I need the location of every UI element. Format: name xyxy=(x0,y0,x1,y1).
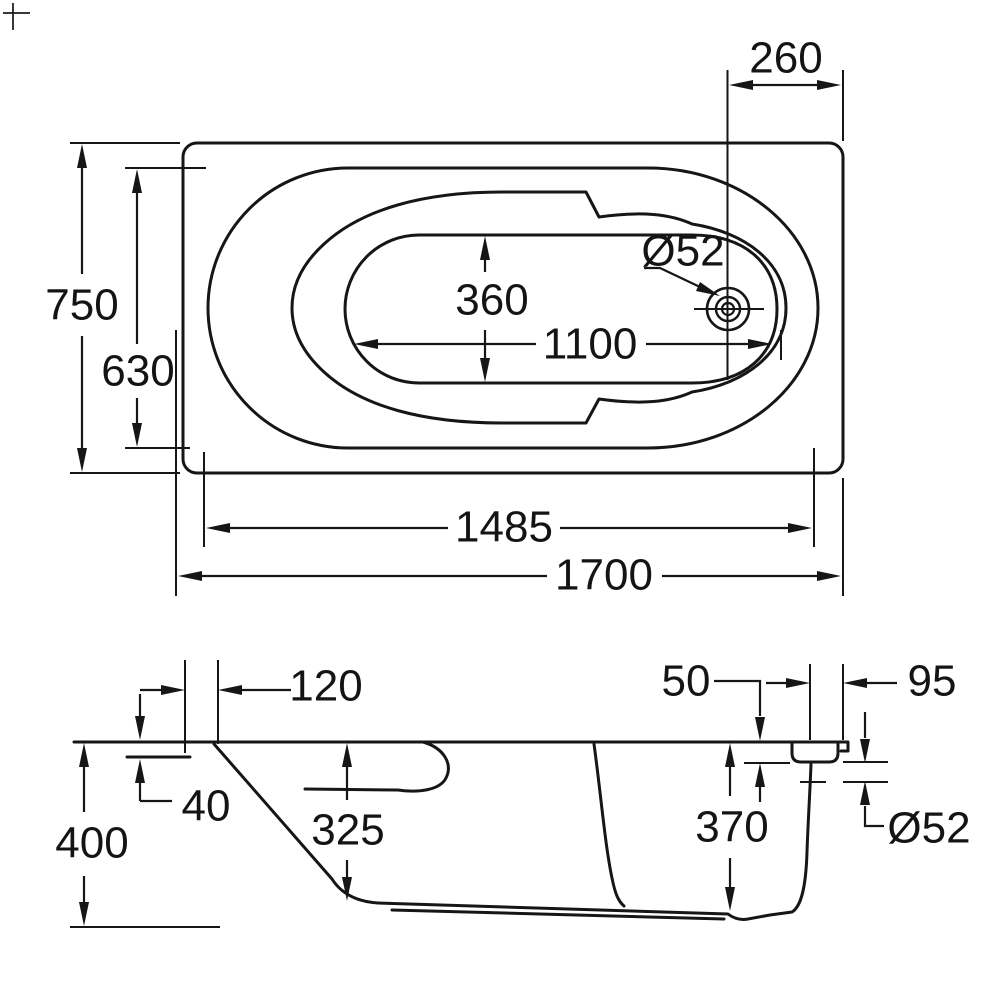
dim-rim-thickness: 40 xyxy=(135,694,230,831)
corner-crop-mark xyxy=(3,3,30,30)
dim-headrest-run: 120 xyxy=(140,660,363,753)
dim-label-end-overhang: 95 xyxy=(908,657,957,706)
headrest-ledge xyxy=(303,740,450,793)
dim-overall-width: 750 xyxy=(45,142,180,474)
top-view: 260 750 630 360 xyxy=(45,34,845,600)
dim-label-depth-drain: 370 xyxy=(695,803,768,852)
side-view: 120 40 400 325 xyxy=(55,657,971,928)
dim-rim-opening-length: 1485 xyxy=(203,448,815,552)
dim-depth-head: 325 xyxy=(311,743,385,901)
bottom-outer xyxy=(376,762,813,921)
dim-overflow-diameter: Ø52 xyxy=(860,712,971,853)
dim-floor-length: 1100 xyxy=(354,320,782,369)
tub-rim-opening-plan xyxy=(206,166,820,450)
dim-overall-height: 400 xyxy=(55,743,220,928)
dim-label-overall-width: 750 xyxy=(45,281,118,330)
tub-outer-rim-plan xyxy=(181,141,845,475)
dim-end-overhang: 95 xyxy=(766,657,957,740)
front-inner-wall xyxy=(592,742,626,908)
dim-drain-diameter: Ø52 xyxy=(641,227,725,296)
dim-label-overflow-diameter: Ø52 xyxy=(887,804,970,853)
dim-label-depth-head: 325 xyxy=(311,806,384,855)
dim-label-drain-diameter: Ø52 xyxy=(641,227,724,276)
dim-drain-offset: 260 xyxy=(726,34,844,380)
dim-overflow-offset: 50 xyxy=(662,657,765,802)
dim-depth-drain: 370 xyxy=(695,743,769,911)
dim-label-overall-height: 400 xyxy=(55,819,128,868)
overflow-tab xyxy=(790,740,840,764)
dim-label-rim-thickness: 40 xyxy=(182,782,231,831)
rim-top-line xyxy=(72,740,850,753)
overflow-hole-hidden-lines xyxy=(744,761,888,783)
dim-label-overflow-offset: 50 xyxy=(662,657,711,706)
tub-bowl-contour-plan xyxy=(290,190,788,425)
dim-label-floor-length: 1100 xyxy=(543,320,638,369)
dim-label-rim-opening-length: 1485 xyxy=(455,503,553,552)
dim-overall-length: 1700 xyxy=(175,330,844,600)
dim-label-drain-offset: 260 xyxy=(749,34,822,83)
dim-label-floor-width: 360 xyxy=(455,276,528,325)
dim-label-headrest-run: 120 xyxy=(289,662,362,711)
dim-label-rim-opening-width: 630 xyxy=(101,347,174,396)
dim-rim-opening-width: 630 xyxy=(101,167,206,449)
bottom-inner xyxy=(390,908,726,921)
tub-plan-outlines xyxy=(181,141,845,475)
dim-label-overall-length: 1700 xyxy=(555,551,653,600)
tub-floor-contour-plan xyxy=(343,233,779,385)
